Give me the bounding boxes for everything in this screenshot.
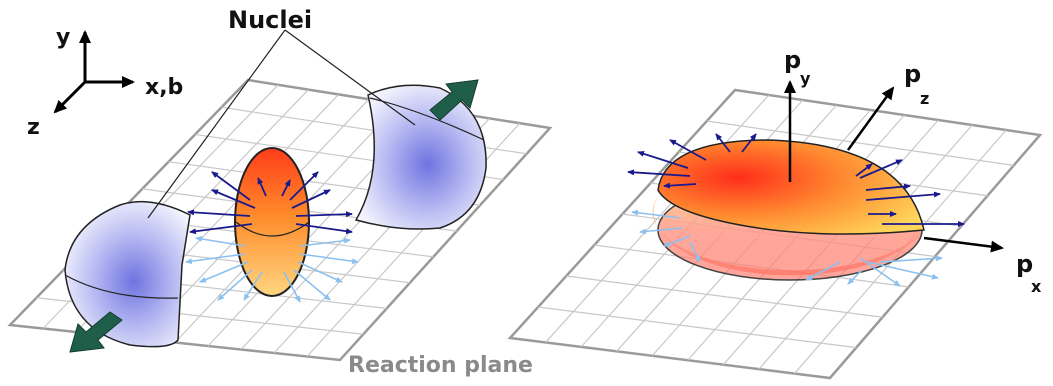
flow-arrow xyxy=(627,169,691,177)
flow-arrow xyxy=(855,163,873,177)
flow-arrow xyxy=(299,237,351,247)
flow-arrow xyxy=(185,253,246,265)
p-y-subscript: y xyxy=(800,69,811,88)
coordinate-axes xyxy=(53,30,135,114)
nuclei-label: Nuclei xyxy=(228,6,312,34)
flow-arrow xyxy=(867,261,939,280)
flow-arrow xyxy=(715,133,731,153)
flow-arrow xyxy=(211,189,256,209)
axis-x-label: x,b xyxy=(145,75,183,100)
flow-arrow xyxy=(187,209,251,217)
flow-arrow xyxy=(293,269,331,301)
axis-z-label: z xyxy=(27,115,40,140)
flow-arrow xyxy=(631,209,681,219)
right-flow-arrows xyxy=(627,133,965,287)
nucleus-right xyxy=(354,84,487,230)
reaction-plane-label: Reaction plane xyxy=(348,353,533,378)
flow-arrow xyxy=(299,253,359,265)
flow-arrow xyxy=(859,159,903,179)
grid-line xyxy=(566,275,883,318)
flow-arrow xyxy=(189,223,253,235)
flow-arrow xyxy=(865,183,911,191)
flow-arrow xyxy=(879,255,943,263)
flow-arrow xyxy=(243,271,263,301)
p-x-subscript: x xyxy=(1031,277,1042,296)
flow-arrow xyxy=(741,133,757,153)
axis-y-label: y xyxy=(56,25,70,50)
flow-arrow xyxy=(283,271,301,303)
flow-arrow xyxy=(195,236,246,247)
flow-arrow xyxy=(289,171,319,201)
flow-arrow xyxy=(663,235,691,247)
green-arrow-lower xyxy=(69,311,123,353)
nuclei-pointer-lines xyxy=(147,29,416,219)
flow-arrow xyxy=(295,211,353,218)
flow-arrow xyxy=(663,182,697,189)
left-flow-arrows xyxy=(185,171,359,303)
p-y-label: p xyxy=(784,46,801,74)
momentum-axes xyxy=(784,80,1004,253)
grid-line xyxy=(538,306,857,349)
flow-arrow xyxy=(291,189,331,209)
p-z-label: p xyxy=(904,60,921,88)
flow-arrow xyxy=(211,171,251,201)
flow-arrow xyxy=(297,261,343,283)
flow-arrow xyxy=(859,257,901,287)
grid-line xyxy=(706,120,1014,166)
flow-arrow xyxy=(637,150,689,169)
flow-arrow xyxy=(199,261,249,283)
flow-arrow xyxy=(281,179,291,197)
flow-arrow xyxy=(805,261,841,281)
green-arrow-upper xyxy=(429,79,479,121)
nucleus-left xyxy=(64,200,191,348)
flow-arrow xyxy=(669,139,707,161)
flow-arrow xyxy=(865,191,941,201)
left-fireball xyxy=(234,147,310,297)
flow-arrow xyxy=(217,269,253,301)
flow-arrow xyxy=(639,227,683,235)
flow-arrow xyxy=(847,269,863,285)
p-z-subscript: z xyxy=(920,89,929,108)
flow-arrow xyxy=(257,177,267,197)
flow-arrow xyxy=(689,241,701,263)
flow-arrow xyxy=(295,223,353,235)
p-x-label: p xyxy=(1016,250,1033,278)
